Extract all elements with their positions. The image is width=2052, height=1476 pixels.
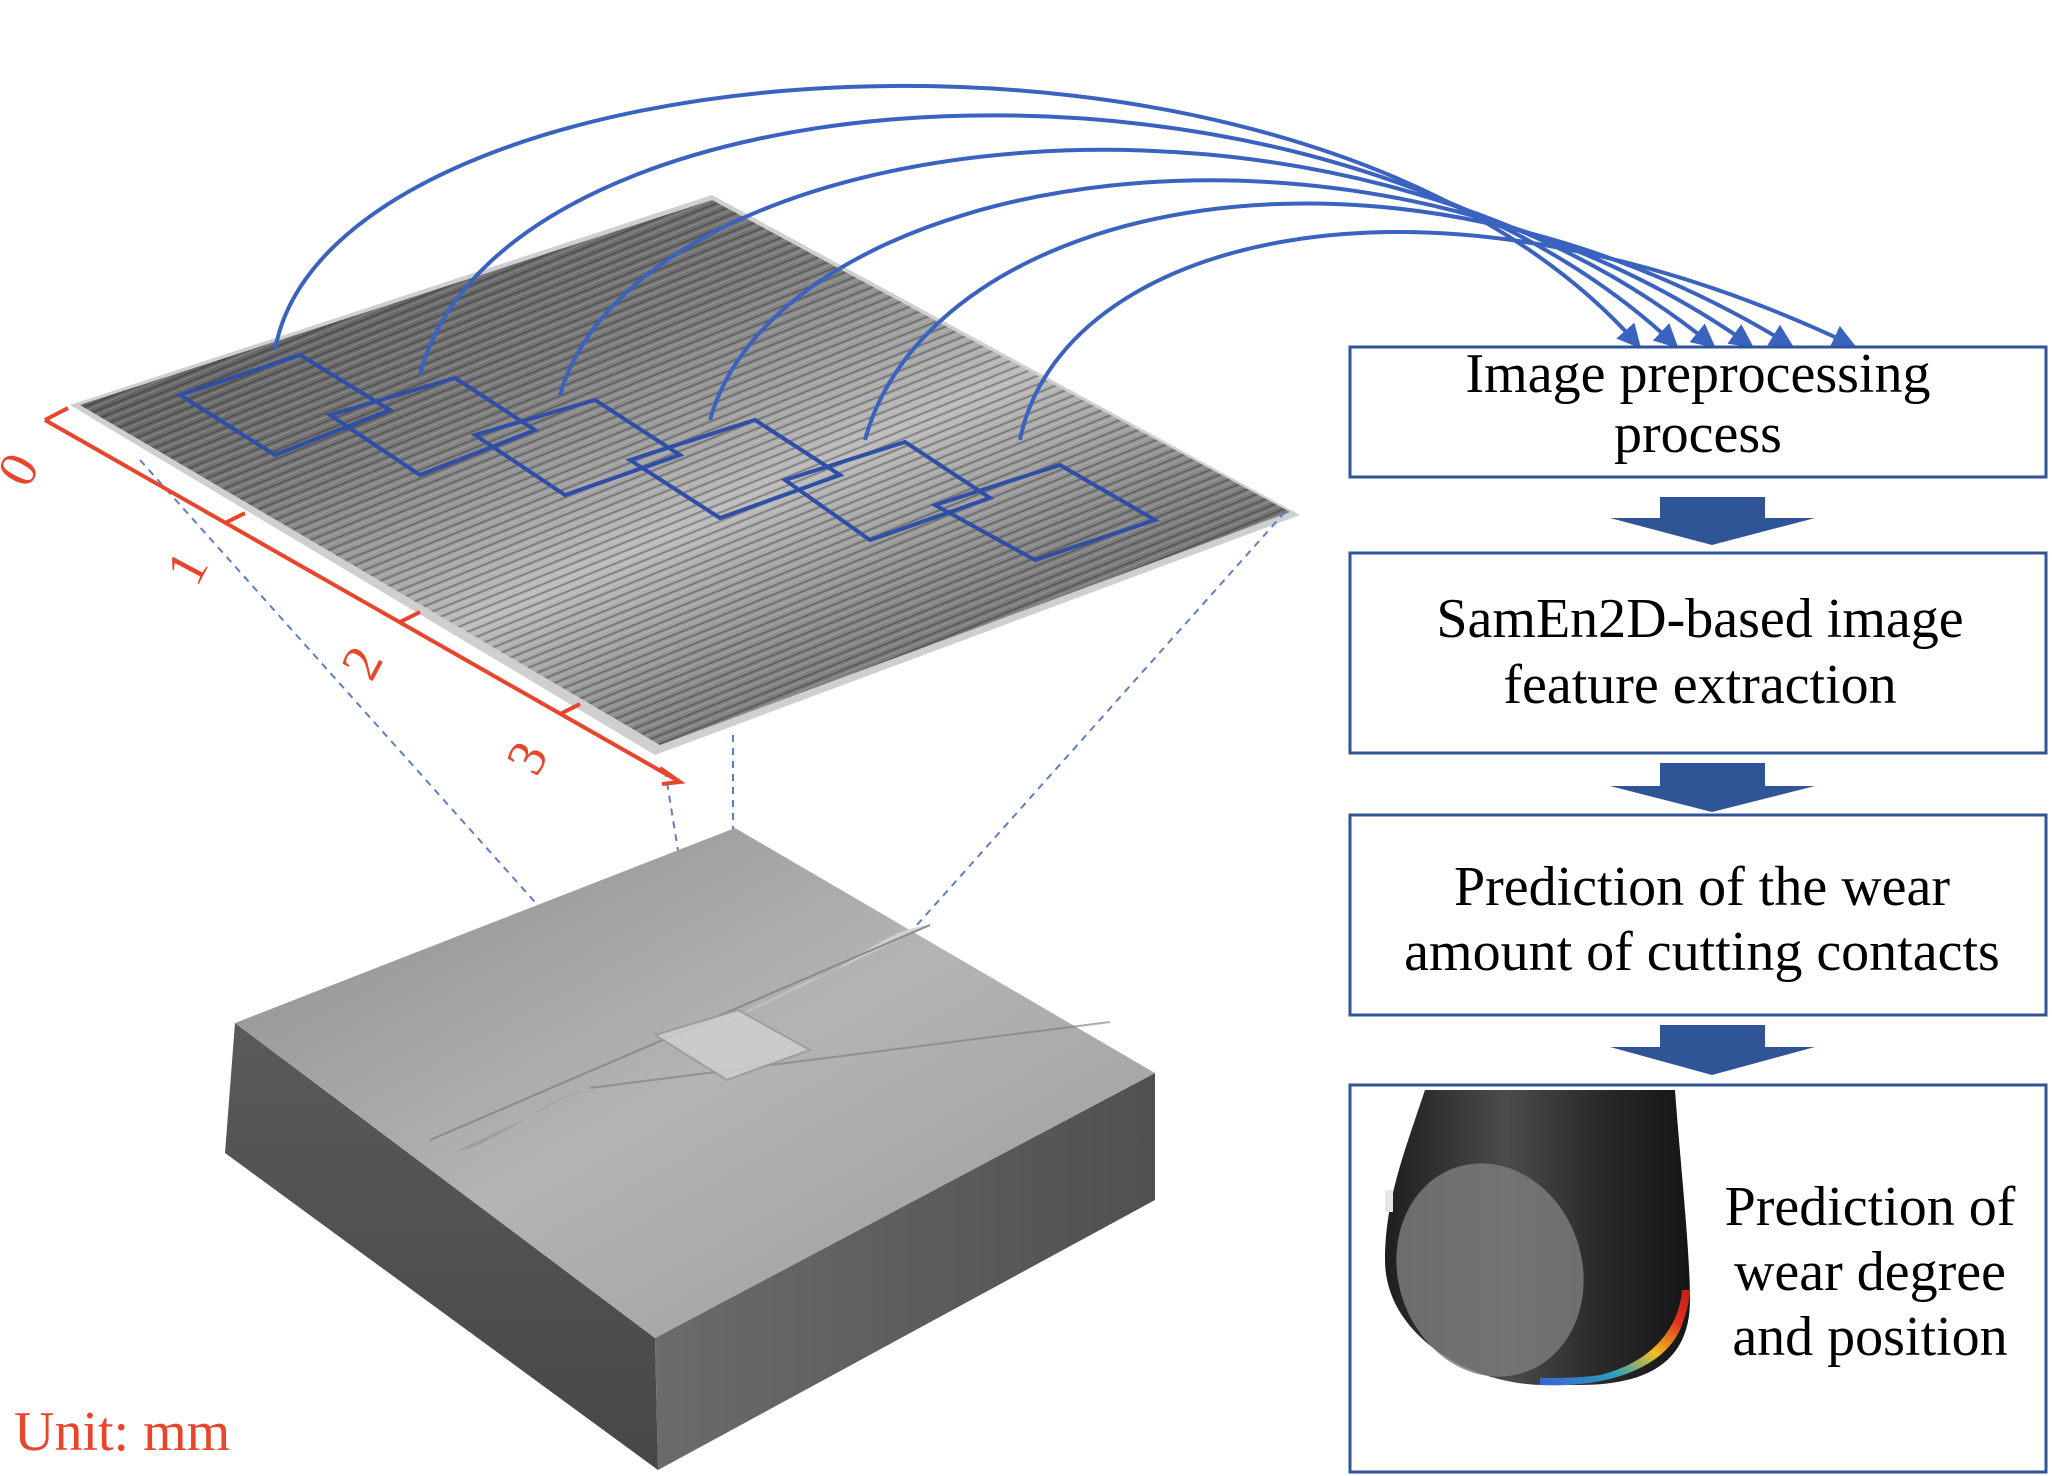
scale-axis xyxy=(44,406,686,786)
flow-step-3-box xyxy=(1348,813,2048,1017)
sampling-frame-6 xyxy=(929,462,1160,563)
workpiece-block xyxy=(225,828,1155,1470)
sampling-frame-4 xyxy=(625,417,845,521)
sampling-frame-3 xyxy=(470,397,685,498)
flow-arrow-3 xyxy=(1610,1025,1815,1075)
scale-tick-3: 3 xyxy=(494,732,560,784)
flow-final-line1: Prediction of xyxy=(1725,1176,2016,1238)
scale-tick-2: 2 xyxy=(329,637,395,689)
block-top-face xyxy=(235,828,1155,1338)
block-side-face xyxy=(655,1073,1155,1470)
flow-arrow-1 xyxy=(1610,497,1815,545)
flow-final-line3: and position xyxy=(1732,1306,2007,1368)
sampling-arcs xyxy=(273,83,1857,441)
flow-arrow-2 xyxy=(1610,763,1815,812)
unit-label: Unit: mm xyxy=(14,1401,230,1463)
scale-tick-0: 0 xyxy=(0,444,51,496)
tool-flat-face xyxy=(1396,1163,1584,1377)
flow-step-1-box xyxy=(1348,345,2048,479)
block-sample-window xyxy=(652,1008,813,1082)
flow-step-1-line2: process xyxy=(1614,403,1782,465)
flow-step-1-line1: Image preprocessing xyxy=(1466,343,1931,405)
flow-step-2-line1: SamEn2D-based image xyxy=(1436,588,1963,650)
flow-step-3-line1: Prediction of the wear xyxy=(1454,856,1950,918)
sampling-frame-5 xyxy=(780,439,995,543)
sampling-frames xyxy=(175,352,1160,563)
flow-step-2-box xyxy=(1348,551,2048,755)
sampling-frame-1 xyxy=(175,352,395,458)
sampling-arc-4 xyxy=(708,178,1754,421)
sampling-frame-2 xyxy=(325,375,540,478)
flow-final-line2: wear degree xyxy=(1734,1241,2006,1303)
ball-end-mill-tool xyxy=(1385,1090,1690,1386)
flow-step-3-line2: amount of cutting contacts xyxy=(1404,921,2000,983)
block-front-face xyxy=(225,1023,658,1470)
sampling-arc-6 xyxy=(1018,230,1857,441)
flow-step-2-line2: feature extraction xyxy=(1503,654,1896,716)
surface-image xyxy=(70,195,1300,755)
scale-tick-1: 1 xyxy=(154,542,220,594)
flow-chart: Image preprocessing process SamEn2D-base… xyxy=(1348,343,2048,1474)
